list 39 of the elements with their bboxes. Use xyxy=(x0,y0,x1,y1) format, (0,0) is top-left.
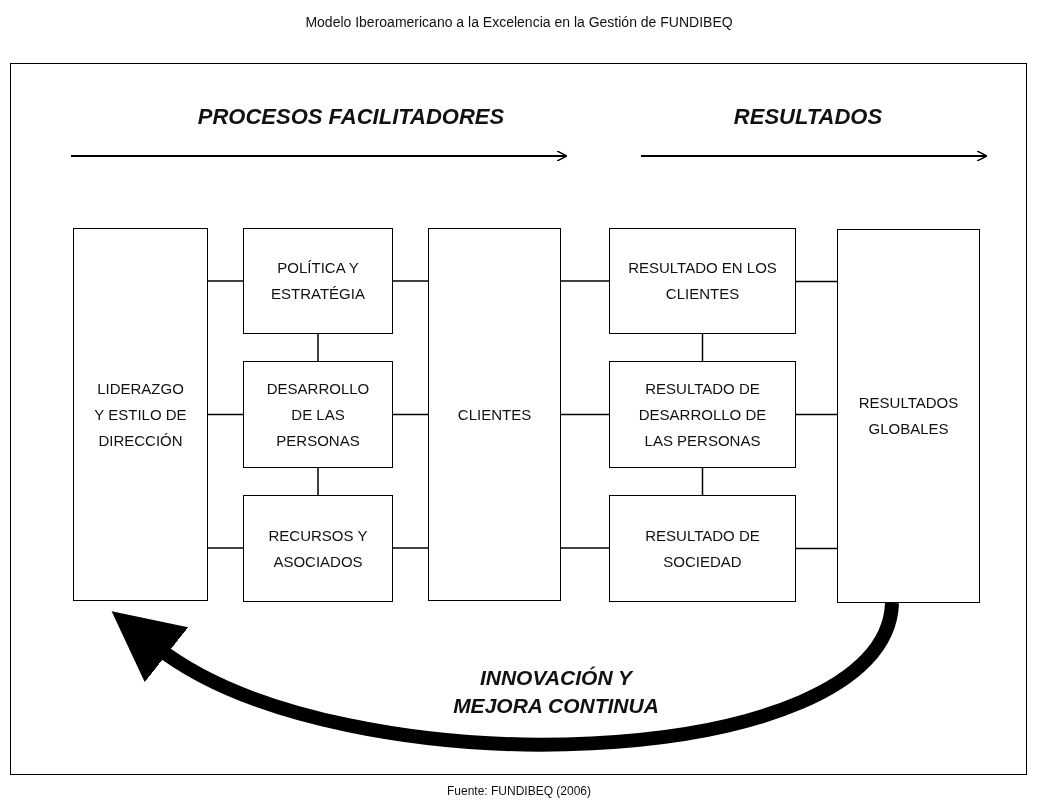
box-label: DESARROLLO DE LAS PERSONAS xyxy=(265,378,371,451)
process-box xyxy=(609,361,796,468)
process-box xyxy=(73,228,208,601)
process-box xyxy=(243,361,393,468)
box-label: POLÍTICA Y ESTRATÉGIA xyxy=(270,258,366,304)
connector-line xyxy=(207,280,244,282)
connector-line xyxy=(701,333,704,362)
connector-line xyxy=(392,280,429,282)
frame-border xyxy=(10,63,1027,775)
connector-line xyxy=(701,467,704,496)
diagram-title: Modelo Iberoamericano a la Excelencia en la Gestión de FUNDIBEQ xyxy=(304,14,734,30)
connector-line xyxy=(317,467,319,496)
connector-line xyxy=(207,547,244,549)
process-box xyxy=(609,495,796,602)
connector-line xyxy=(207,413,244,416)
connector-line xyxy=(795,280,838,283)
box-label: RESULTADO DE SOCIEDAD xyxy=(644,525,761,572)
connector-line xyxy=(392,413,429,416)
connector-line xyxy=(392,547,429,549)
box-label: RESULTADO EN LOS CLIENTES xyxy=(628,258,777,304)
process-box xyxy=(243,228,393,334)
source-caption: Fuente: FUNDIBEQ (2006) xyxy=(445,784,593,798)
section-heading: PROCESOS FACILITADORES xyxy=(197,104,505,130)
box-label: RESULTADOS GLOBALES xyxy=(857,393,960,439)
section-heading: RESULTADOS xyxy=(733,104,883,130)
connector-line xyxy=(795,547,838,550)
connector-line xyxy=(560,547,610,549)
box-label: RESULTADO DE DESARROLLO DE LAS PERSONAS xyxy=(637,378,768,451)
connector-line xyxy=(317,333,319,362)
connector-line xyxy=(560,413,610,416)
box-label: LIDERAZGO Y ESTILO DE DIRECCIÓN xyxy=(93,378,188,451)
box-label: CLIENTES xyxy=(457,404,532,425)
box-label: RECURSOS Y ASOCIADOS xyxy=(267,525,369,572)
connector-line xyxy=(560,280,610,282)
process-box xyxy=(837,229,980,603)
connector-line xyxy=(795,413,838,416)
process-box xyxy=(243,495,393,602)
process-box xyxy=(609,228,796,334)
process-box xyxy=(428,228,561,601)
